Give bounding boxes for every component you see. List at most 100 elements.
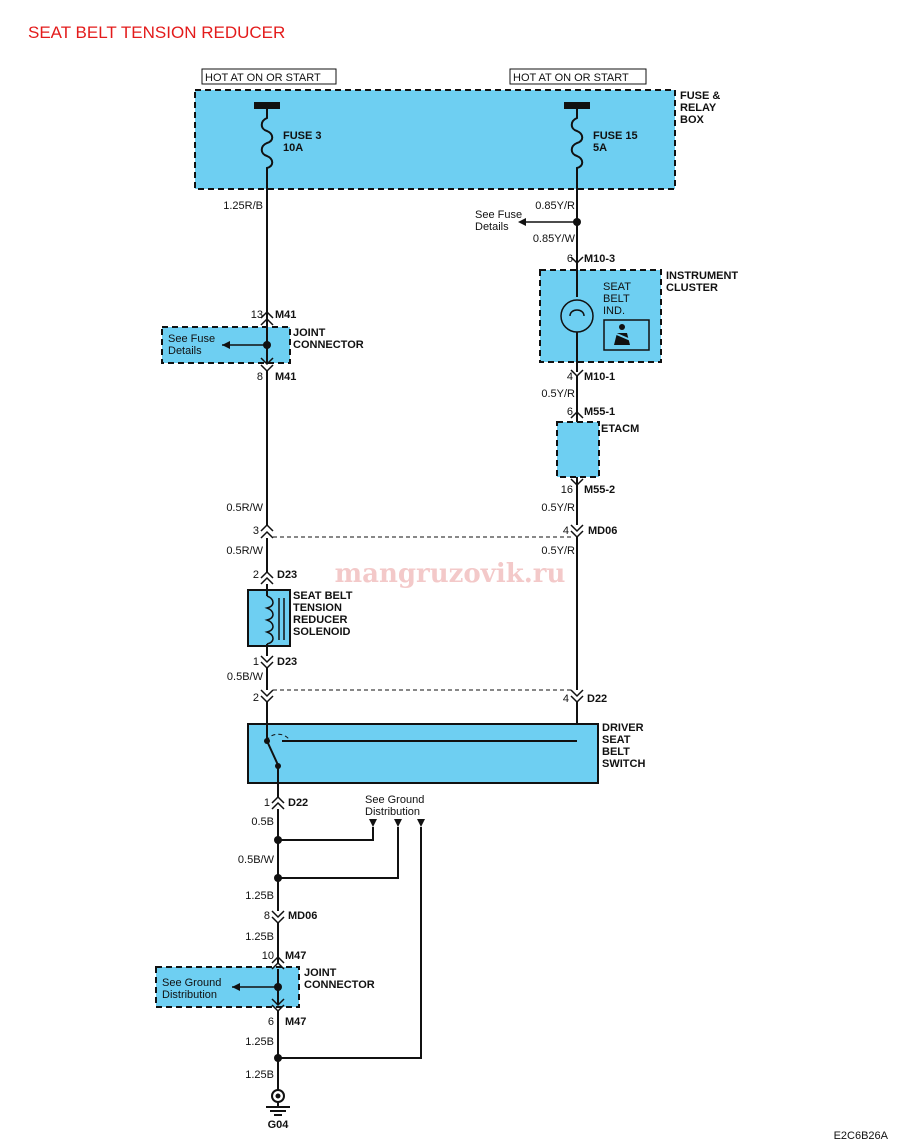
d23-bot-pin-icon xyxy=(260,655,274,664)
ground-terminal-center xyxy=(275,1093,281,1099)
seat-belt-person-body-icon xyxy=(614,333,630,345)
d22-left-pin-icon xyxy=(260,689,274,698)
tension-reducer-solenoid xyxy=(247,589,291,647)
md06-right-pin: 4 xyxy=(563,525,569,537)
m55-1-pin-icon xyxy=(570,410,584,419)
wire-ground-dist-2 xyxy=(278,827,399,879)
md06-left-pin: 3 xyxy=(253,525,259,537)
see-ground-left-arrow-icon xyxy=(232,983,240,991)
driver-switch-label-2: SEAT xyxy=(602,734,631,746)
m55-2-pin: 16 xyxy=(561,484,573,496)
wire-label-05yr-2: 0.5Y/R xyxy=(541,502,575,514)
joint-connector-bottom-label-1: JOINT xyxy=(304,967,337,979)
wire-label-05rw-2: 0.5R/W xyxy=(226,545,263,557)
joint-connector-top-label-2: CONNECTOR xyxy=(293,339,364,351)
wire-label-05rw-1: 0.5R/W xyxy=(226,502,263,514)
instrument-cluster-label-1: INSTRUMENT xyxy=(666,270,738,282)
wire-label-085yr: 0.85Y/R xyxy=(535,200,575,212)
joint-connector-top-label-1: JOINT xyxy=(293,327,326,339)
fuse15-bus-bar xyxy=(564,102,590,109)
m41-top-pin: 13 xyxy=(251,309,263,321)
see-fuse-right-2: Details xyxy=(475,221,509,233)
m41-bot-pin-icon xyxy=(260,357,274,366)
m47-top-pin-icon xyxy=(271,955,285,964)
m55-2-name: M55-2 xyxy=(584,484,615,496)
ground-dist-arrow-1-icon xyxy=(369,819,377,827)
wire-label-05b: 0.5B xyxy=(251,816,274,828)
m41-top-pin-icon-2 xyxy=(260,317,274,326)
solenoid-label-1: SEAT BELT xyxy=(293,590,353,602)
m41-top-pin-icon xyxy=(260,310,274,319)
d22-bottom-name: D22 xyxy=(288,797,308,809)
md06-bottom-pin-icon xyxy=(271,910,285,919)
d22-right-pin-icon xyxy=(570,689,584,698)
hot-label-right-box xyxy=(509,68,647,85)
fuse-box-label-1: FUSE & xyxy=(680,90,720,102)
hot-label-left: HOT AT ON OR START xyxy=(205,72,321,84)
wire-label-125b-2: 1.25B xyxy=(245,931,274,943)
m41-top-name: M41 xyxy=(275,309,296,321)
wire-label-125rb: 1.25R/B xyxy=(223,200,263,212)
wire-label-05bw-1: 0.5B/W xyxy=(227,671,264,683)
wire-label-125b-3: 1.25B xyxy=(245,1036,274,1048)
fuse15-rating: 5A xyxy=(593,142,607,154)
m47-top-name: M47 xyxy=(285,950,306,962)
m47-top-pin: 10 xyxy=(262,950,274,962)
m47-bot-pin: 6 xyxy=(268,1016,274,1028)
fuse3-bus-bar xyxy=(254,102,280,109)
d22-bottom-pin-icon-2 xyxy=(271,801,285,810)
wire-label-085yw: 0.85Y/W xyxy=(533,233,576,245)
driver-switch-label-4: SWITCH xyxy=(602,758,645,770)
d23-top-pin-icon-2 xyxy=(260,576,274,585)
wire-ground-dist-3 xyxy=(278,827,422,1059)
switch-arc-icon xyxy=(266,733,291,742)
etacm-module xyxy=(556,421,600,478)
fuse3-symbol xyxy=(260,109,274,170)
fuse3-name: FUSE 3 xyxy=(283,130,322,142)
m10-1-name: M10-1 xyxy=(584,371,615,383)
m47-top-pin-icon-2 xyxy=(271,961,285,970)
wire-label-05yr-3: 0.5Y/R xyxy=(541,545,575,557)
see-ground-left-1: See Ground xyxy=(162,977,221,989)
md06-right-name: MD06 xyxy=(588,525,617,537)
m10-3-name: M10-3 xyxy=(584,253,615,265)
seat-belt-ind-label-2: BELT xyxy=(603,293,630,305)
md06-left-pin-icon-2 xyxy=(260,530,274,539)
m55-1-pin: 6 xyxy=(567,406,573,418)
page-title: SEAT BELT TENSION REDUCER xyxy=(28,23,285,42)
m41-bot-pin: 8 xyxy=(257,371,263,383)
d23-top-pin-icon xyxy=(260,570,274,579)
wire-ground-dist-1 xyxy=(278,827,374,841)
hot-label-left-box xyxy=(201,68,337,85)
md06-bottom-pin: 8 xyxy=(264,910,270,922)
solenoid-label-2: TENSION xyxy=(293,602,342,614)
d23-bot-name: D23 xyxy=(277,656,297,668)
etacm-label: ETACM xyxy=(601,423,639,435)
d22-bottom-pin: 1 xyxy=(264,797,270,809)
ground-dist-arrow-3-icon xyxy=(417,819,425,827)
d23-bot-pin: 1 xyxy=(253,656,259,668)
fuse15-name: FUSE 15 xyxy=(593,130,638,142)
d22-left-pin: 2 xyxy=(253,692,259,704)
md06-bottom-name: MD06 xyxy=(288,910,317,922)
hot-label-right: HOT AT ON OR START xyxy=(513,72,629,84)
ground-name: G04 xyxy=(268,1119,290,1131)
diagram-code: E2C6B26A xyxy=(834,1130,889,1142)
joint-connector-bottom-label-2: CONNECTOR xyxy=(304,979,375,991)
see-ground-mid-1: See Ground xyxy=(365,794,424,806)
switch-blade-icon xyxy=(266,740,279,766)
fuse15-symbol xyxy=(570,109,584,170)
solenoid-label-3: REDUCER xyxy=(293,614,347,626)
see-fuse-left-2: Details xyxy=(168,345,202,357)
wire-label-05bw-2: 0.5B/W xyxy=(238,854,275,866)
see-ground-left-2: Distribution xyxy=(162,989,217,1001)
m47-bot-pin-icon xyxy=(271,998,285,1007)
d22-right-name: D22 xyxy=(587,693,607,705)
ground-dist-arrow-2-icon xyxy=(394,819,402,827)
m41-bot-name: M41 xyxy=(275,371,296,383)
fuse-box-label-3: BOX xyxy=(680,114,705,126)
m55-1-name: M55-1 xyxy=(584,406,615,418)
driver-switch-label-3: BELT xyxy=(602,746,630,758)
see-fuse-left-arrow-icon xyxy=(222,341,230,349)
watermark: mangruzovik.ru xyxy=(335,559,566,589)
